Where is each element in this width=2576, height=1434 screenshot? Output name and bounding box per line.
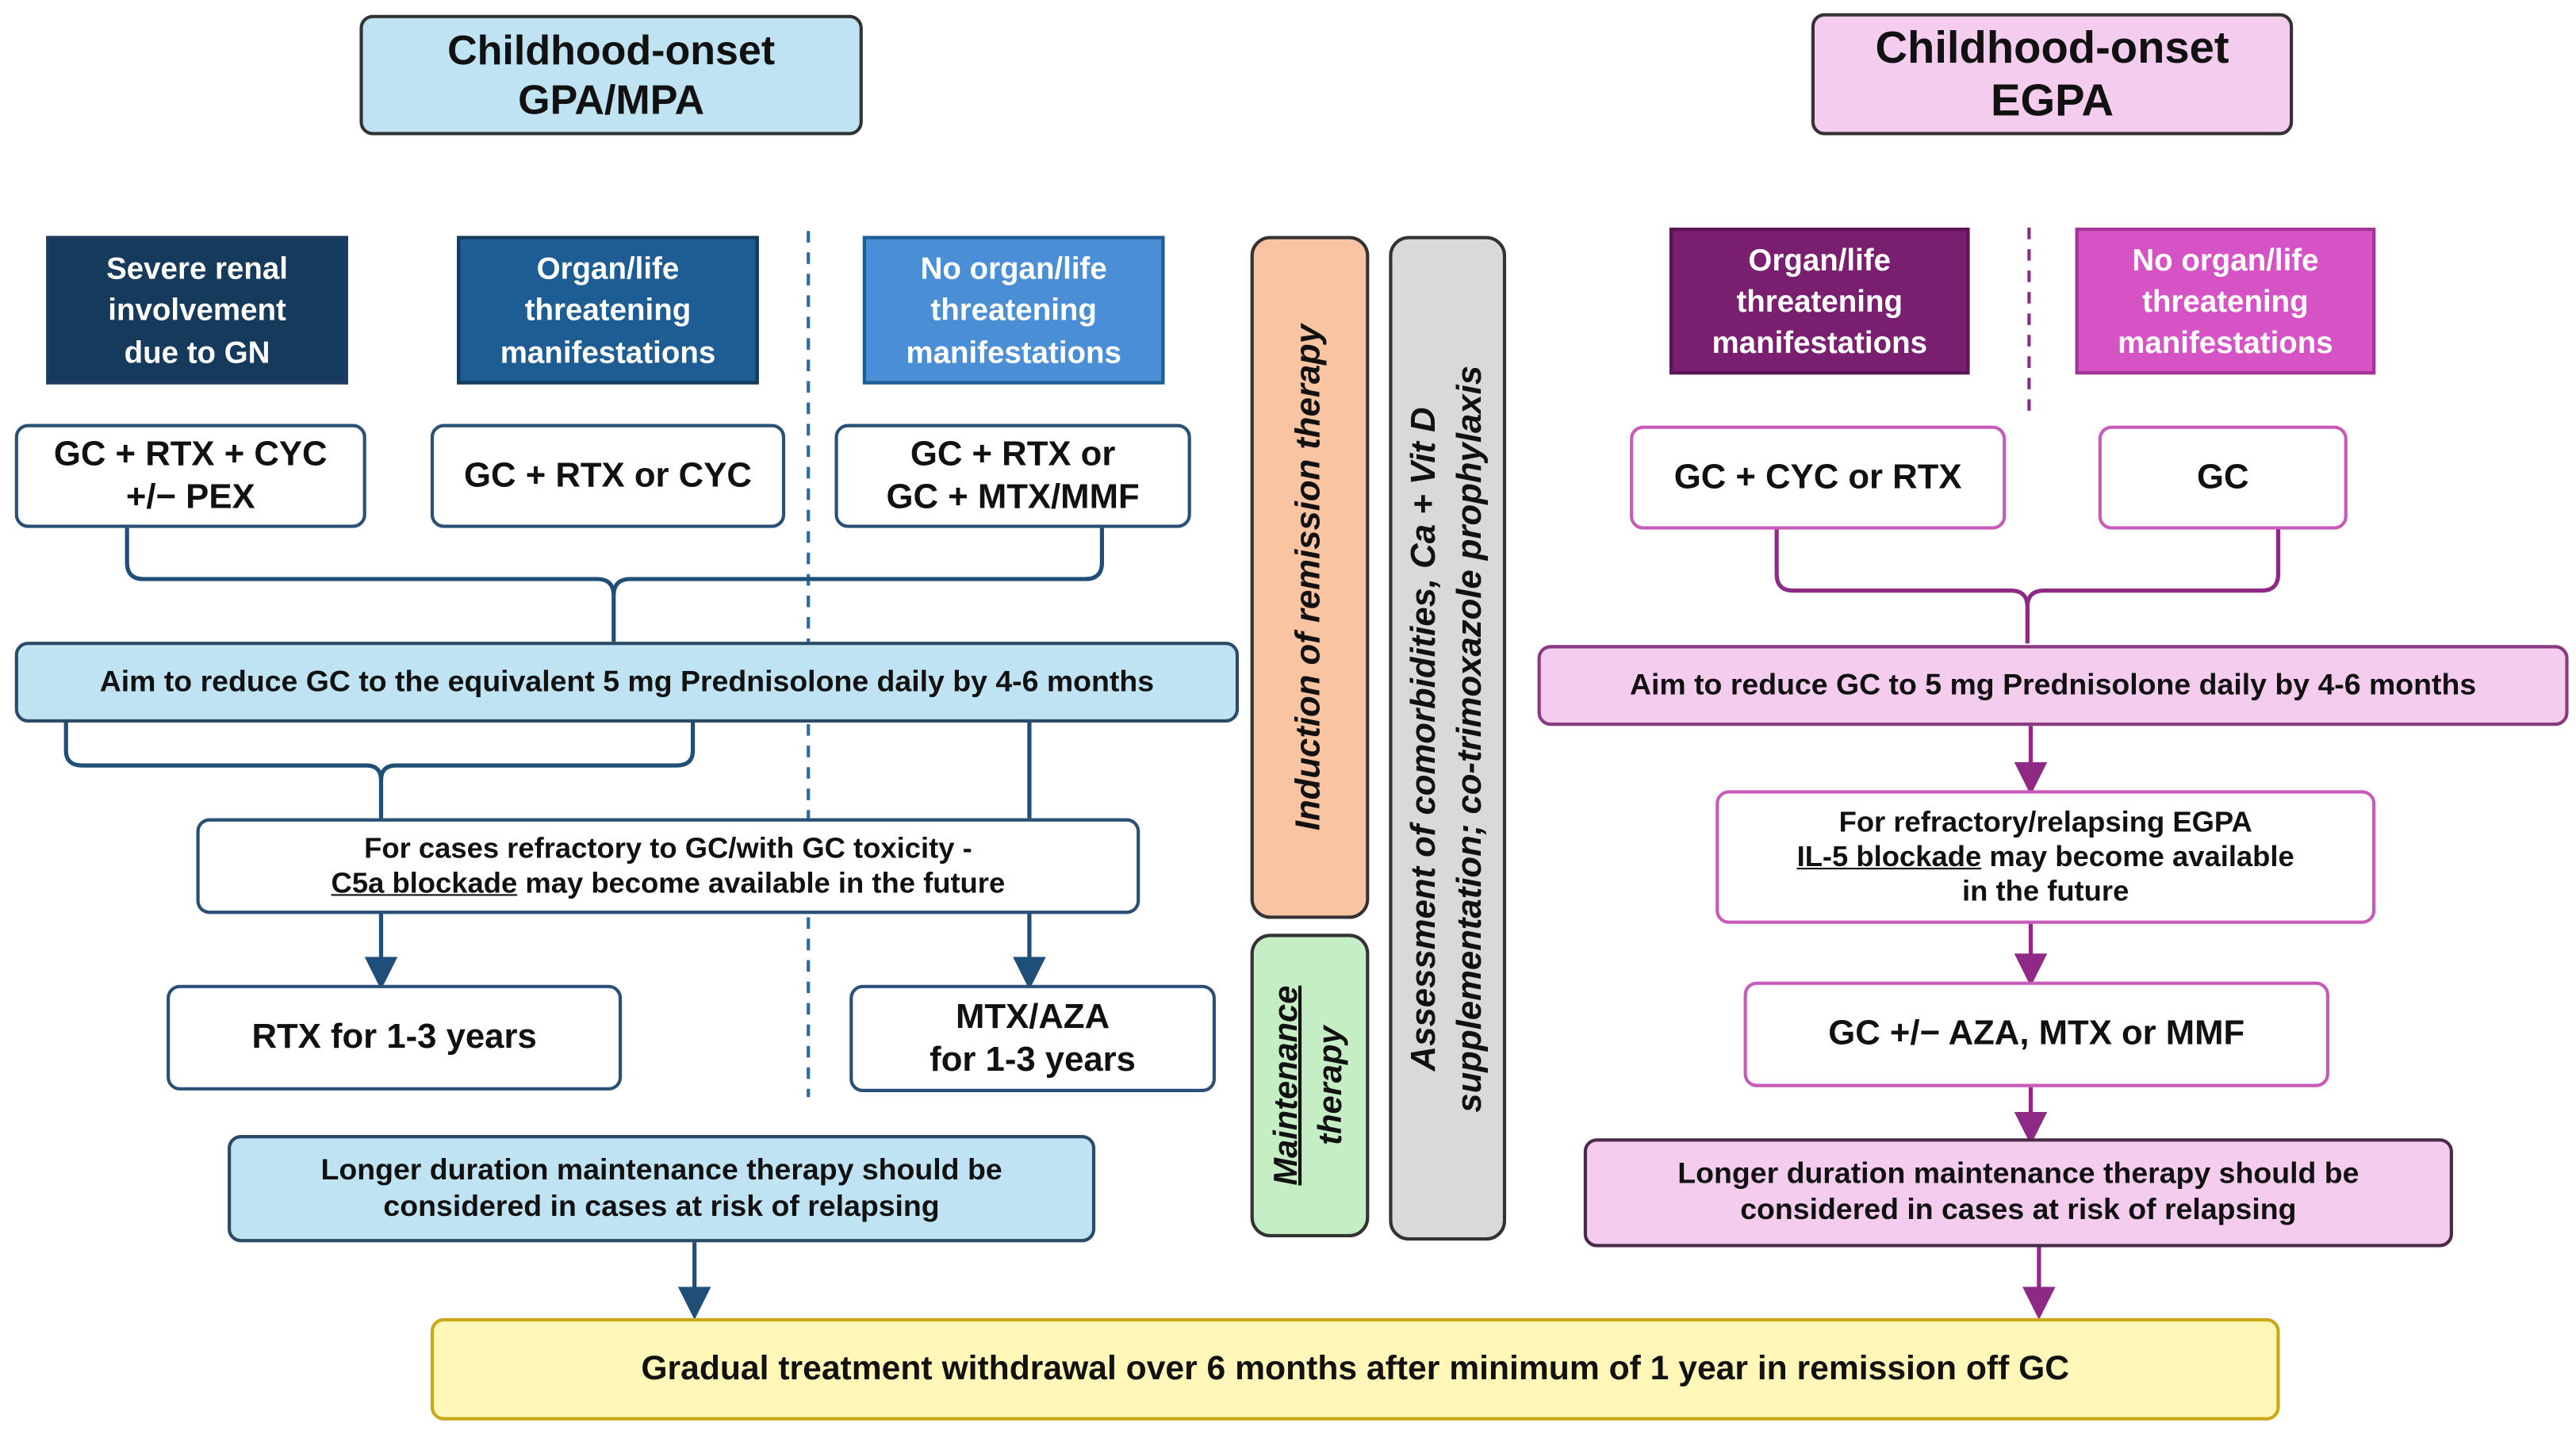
gpa-aim-brace (63, 720, 696, 820)
egpa-cat2-line-1: No organ/life (2132, 242, 2319, 277)
phase-maintenance-line-2: therapy (1313, 1026, 1350, 1145)
egpa-refractory-line-2: IL-5 blockade may become available (1797, 840, 2294, 875)
phase-maintenance-bar: Maintenance therapy (1250, 934, 1370, 1237)
egpa-maintenance: GC +/− AZA, MTX or MMF (1743, 981, 2329, 1087)
gpa-mtx-line-1: MTX/AZA (956, 999, 1110, 1037)
gpa-cat2-line-1: Organ/life (536, 251, 680, 286)
gpa-cat2-line-3: manifestations (500, 334, 716, 370)
egpa-aim-text: Aim to reduce GC to 5 mg Prednisolone da… (1629, 667, 2477, 701)
gpa-cat3-line-2: threatening (930, 293, 1097, 328)
egpa-cat2-line-3: manifestations (2118, 324, 2333, 360)
phase-maintenance-line-1: Maintenance (1268, 985, 1305, 1186)
c5a-blockade-text: C5a blockade (331, 866, 518, 899)
gpa-tx1-line-1: GC + RTX + CYC (53, 435, 328, 474)
egpa-cat1-line-2: threatening (1736, 283, 1903, 319)
phase-maintenance-label: Maintenance therapy (1265, 986, 1354, 1186)
gpa-mtx-line-2: for 1-3 years (930, 1040, 1136, 1079)
gpa-maintenance-rtx: RTX for 1-3 years (167, 984, 623, 1091)
phase-assessment-bar: Assessment of comorbidities, Ca + Vit D … (1389, 236, 1507, 1241)
gpa-category-severe-renal: Severe renal involvement due to GN (46, 236, 348, 385)
egpa-title-line-1: Childhood-onset (1875, 22, 2229, 72)
gpa-longer-line-1: Longer duration maintenance therapy shou… (320, 1152, 1002, 1187)
gpa-longer-maintenance: Longer duration maintenance therapy shou… (228, 1135, 1096, 1243)
phase-assessment-line-1: Assessment of comorbidities, Ca + Vit D (1404, 406, 1443, 1071)
gpa-mpa-title: Childhood-onset GPA/MPA (359, 14, 863, 136)
il5-blockade-text: IL-5 blockade (1796, 839, 1982, 873)
egpa-tx2-text: GC (2197, 458, 2249, 497)
gpa-tx3-line-2: GC + MTX/MMF (886, 477, 1140, 516)
egpa-longer-maintenance: Longer duration maintenance therapy shou… (1583, 1138, 2453, 1248)
egpa-longer-line-2: considered in cases at risk of relapsing (1740, 1192, 2297, 1226)
phase-induction-bar: Induction of remission therapy (1250, 236, 1370, 919)
egpa-refractory-note: For refractory/relapsing EGPA IL-5 block… (1715, 790, 2376, 924)
gpa-category-no-organ-threatening: No organ/life threatening manifestations (862, 236, 1165, 385)
gpa-title-line-1: Childhood-onset (447, 27, 776, 74)
gpa-aim-reduce-gc: Aim to reduce GC to the equivalent 5 mg … (14, 642, 1240, 723)
gpa-title-line-2: GPA/MPA (518, 76, 705, 123)
egpa-tx1-text: GC + CYC or RTX (1673, 458, 1962, 497)
egpa-title: Childhood-onset EGPA (1811, 13, 2294, 136)
gpa-cat3-line-1: No organ/life (920, 251, 1107, 286)
egpa-category-no-organ-threatening: No organ/life threatening manifestations (2075, 228, 2376, 375)
gpa-longer-line-2: considered in cases at risk of relapsing (383, 1188, 940, 1222)
phase-assessment-label: Assessment of comorbidities, Ca + Vit D … (1401, 365, 1494, 1112)
egpa-cat2-line-2: threatening (2142, 283, 2309, 319)
gpa-cat3-line-3: manifestations (906, 334, 1121, 370)
egpa-longer-line-1: Longer duration maintenance therapy shou… (1677, 1156, 2359, 1191)
egpa-treatment-brace (1774, 527, 2281, 644)
egpa-aim-reduce-gc: Aim to reduce GC to 5 mg Prednisolone da… (1537, 645, 2569, 727)
gpa-refractory-note: For cases refractory to GC/with GC toxic… (196, 818, 1140, 914)
egpa-cat1-line-3: manifestations (1712, 324, 1928, 360)
gpa-treatment-severe-renal: GC + RTX + CYC +/− PEX (14, 424, 366, 528)
gpa-tx2-line-1: GC + RTX or CYC (464, 456, 752, 495)
gpa-aim-text: Aim to reduce GC to the equivalent 5 mg … (99, 664, 1155, 698)
egpa-refractory-line-1: For refractory/relapsing EGPA (1838, 805, 2252, 838)
gpa-cat2-line-2: threatening (524, 293, 692, 328)
gpa-refractory-line-1: For cases refractory to GC/with GC toxic… (364, 831, 972, 865)
egpa-category-organ-threatening: Organ/life threatening manifestations (1669, 228, 1970, 375)
gpa-treatment-no-organ-threatening: GC + RTX or GC + MTX/MMF (834, 424, 1191, 528)
gpa-tx3-line-1: GC + RTX or (910, 435, 1116, 474)
final-withdrawal: Gradual treatment withdrawal over 6 mont… (430, 1317, 2280, 1421)
phase-induction-label: Induction of remission therapy (1290, 324, 1328, 831)
gpa-cat1-line-3: due to GN (124, 334, 270, 370)
gpa-refractory-line-2: C5a blockade may become available in the… (332, 866, 1006, 901)
gpa-tx1-line-2: +/− PEX (125, 477, 255, 516)
gpa-cat1-line-1: Severe renal (106, 251, 289, 286)
egpa-treatment-no-organ-threatening: GC (2098, 425, 2348, 530)
gpa-treatment-organ-threatening: GC + RTX or CYC (430, 424, 786, 528)
egpa-cat1-line-1: Organ/life (1748, 242, 1892, 277)
gpa-refractory-rest: may become available in the future (517, 866, 1006, 899)
gpa-maintenance-mtx-aza: MTX/AZA for 1-3 years (849, 984, 1216, 1092)
gpa-rtx-text: RTX for 1-3 years (251, 1018, 537, 1057)
egpa-refractory-line-3: in the future (1962, 874, 2129, 907)
egpa-maintenance-text: GC +/− AZA, MTX or MMF (1828, 1015, 2245, 1053)
egpa-treatment-organ-threatening: GC + CYC or RTX (1630, 425, 2007, 530)
phase-assessment-line-2: supplementation; co-trimoxazole prophyla… (1451, 364, 1489, 1112)
egpa-refractory-rest: may become available (1981, 839, 2294, 873)
gpa-cat1-line-2: involvement (108, 293, 286, 328)
final-text: Gradual treatment withdrawal over 6 mont… (641, 1348, 2070, 1387)
gpa-treatment-brace (125, 527, 1105, 642)
egpa-title-line-2: EGPA (1991, 75, 2114, 126)
gpa-category-organ-threatening: Organ/life threatening manifestations (457, 236, 759, 385)
